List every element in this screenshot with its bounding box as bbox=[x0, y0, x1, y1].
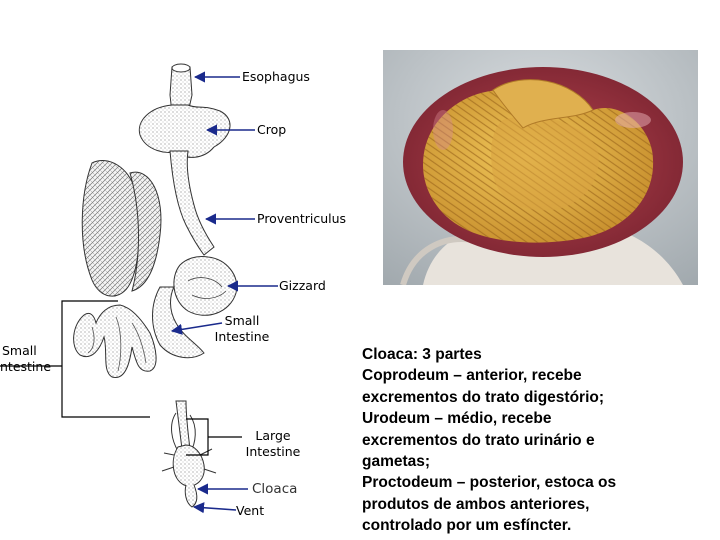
label-large-intestine: Large Intestine bbox=[245, 428, 301, 459]
caption-line: Cloaca: 3 partes bbox=[362, 346, 482, 363]
gizzard-photo bbox=[383, 50, 698, 285]
vent-arrow bbox=[192, 502, 237, 514]
small-intestine-bracket bbox=[61, 300, 150, 418]
label-vent: Vent bbox=[236, 503, 265, 518]
small-intestine-coils bbox=[73, 304, 157, 378]
caption-line: Urodeum – médio, recebe bbox=[362, 410, 552, 428]
cloaca-chamber bbox=[172, 444, 205, 487]
caption-line: Coprodeum – anterior, recebe bbox=[362, 367, 582, 385]
label-proventriculus: Proventriculus bbox=[257, 211, 347, 226]
label-cloaca: Cloaca bbox=[252, 481, 298, 497]
label-crop: Crop bbox=[257, 122, 287, 137]
liver-lobe-right bbox=[129, 171, 162, 292]
crop-pouch bbox=[138, 104, 231, 158]
caption-line: produtos de ambos anteriores, bbox=[362, 495, 590, 513]
proventriculus-tube bbox=[169, 150, 215, 256]
label-esophagus: Esophagus bbox=[242, 69, 310, 84]
label-small-intestine-inner: Small Intestine bbox=[214, 313, 270, 344]
small-intestine-arrow bbox=[170, 322, 223, 335]
caption-line: gametas; bbox=[362, 453, 431, 471]
vent-opening bbox=[184, 484, 198, 508]
label-small-intestine-outer: Small ntestine bbox=[0, 343, 52, 374]
caption-line: excrementos do trato digestório; bbox=[362, 388, 605, 406]
cloaca-description: Cloaca: 3 partes Coprodeum – anterior, r… bbox=[362, 344, 714, 537]
digestive-tract-diagram bbox=[0, 63, 278, 514]
gizzard-organ bbox=[173, 256, 238, 316]
liver-lobe-left bbox=[81, 160, 140, 297]
caption-line: Proctodeum – posterior, estoca os bbox=[362, 474, 617, 492]
caption-line: excrementos do trato urinário e bbox=[362, 431, 595, 449]
caption-line: controlado por um esfíncter. bbox=[362, 517, 572, 535]
label-gizzard: Gizzard bbox=[279, 278, 326, 293]
large-intestine-tube bbox=[175, 400, 191, 450]
duodenal-loop bbox=[152, 286, 205, 359]
